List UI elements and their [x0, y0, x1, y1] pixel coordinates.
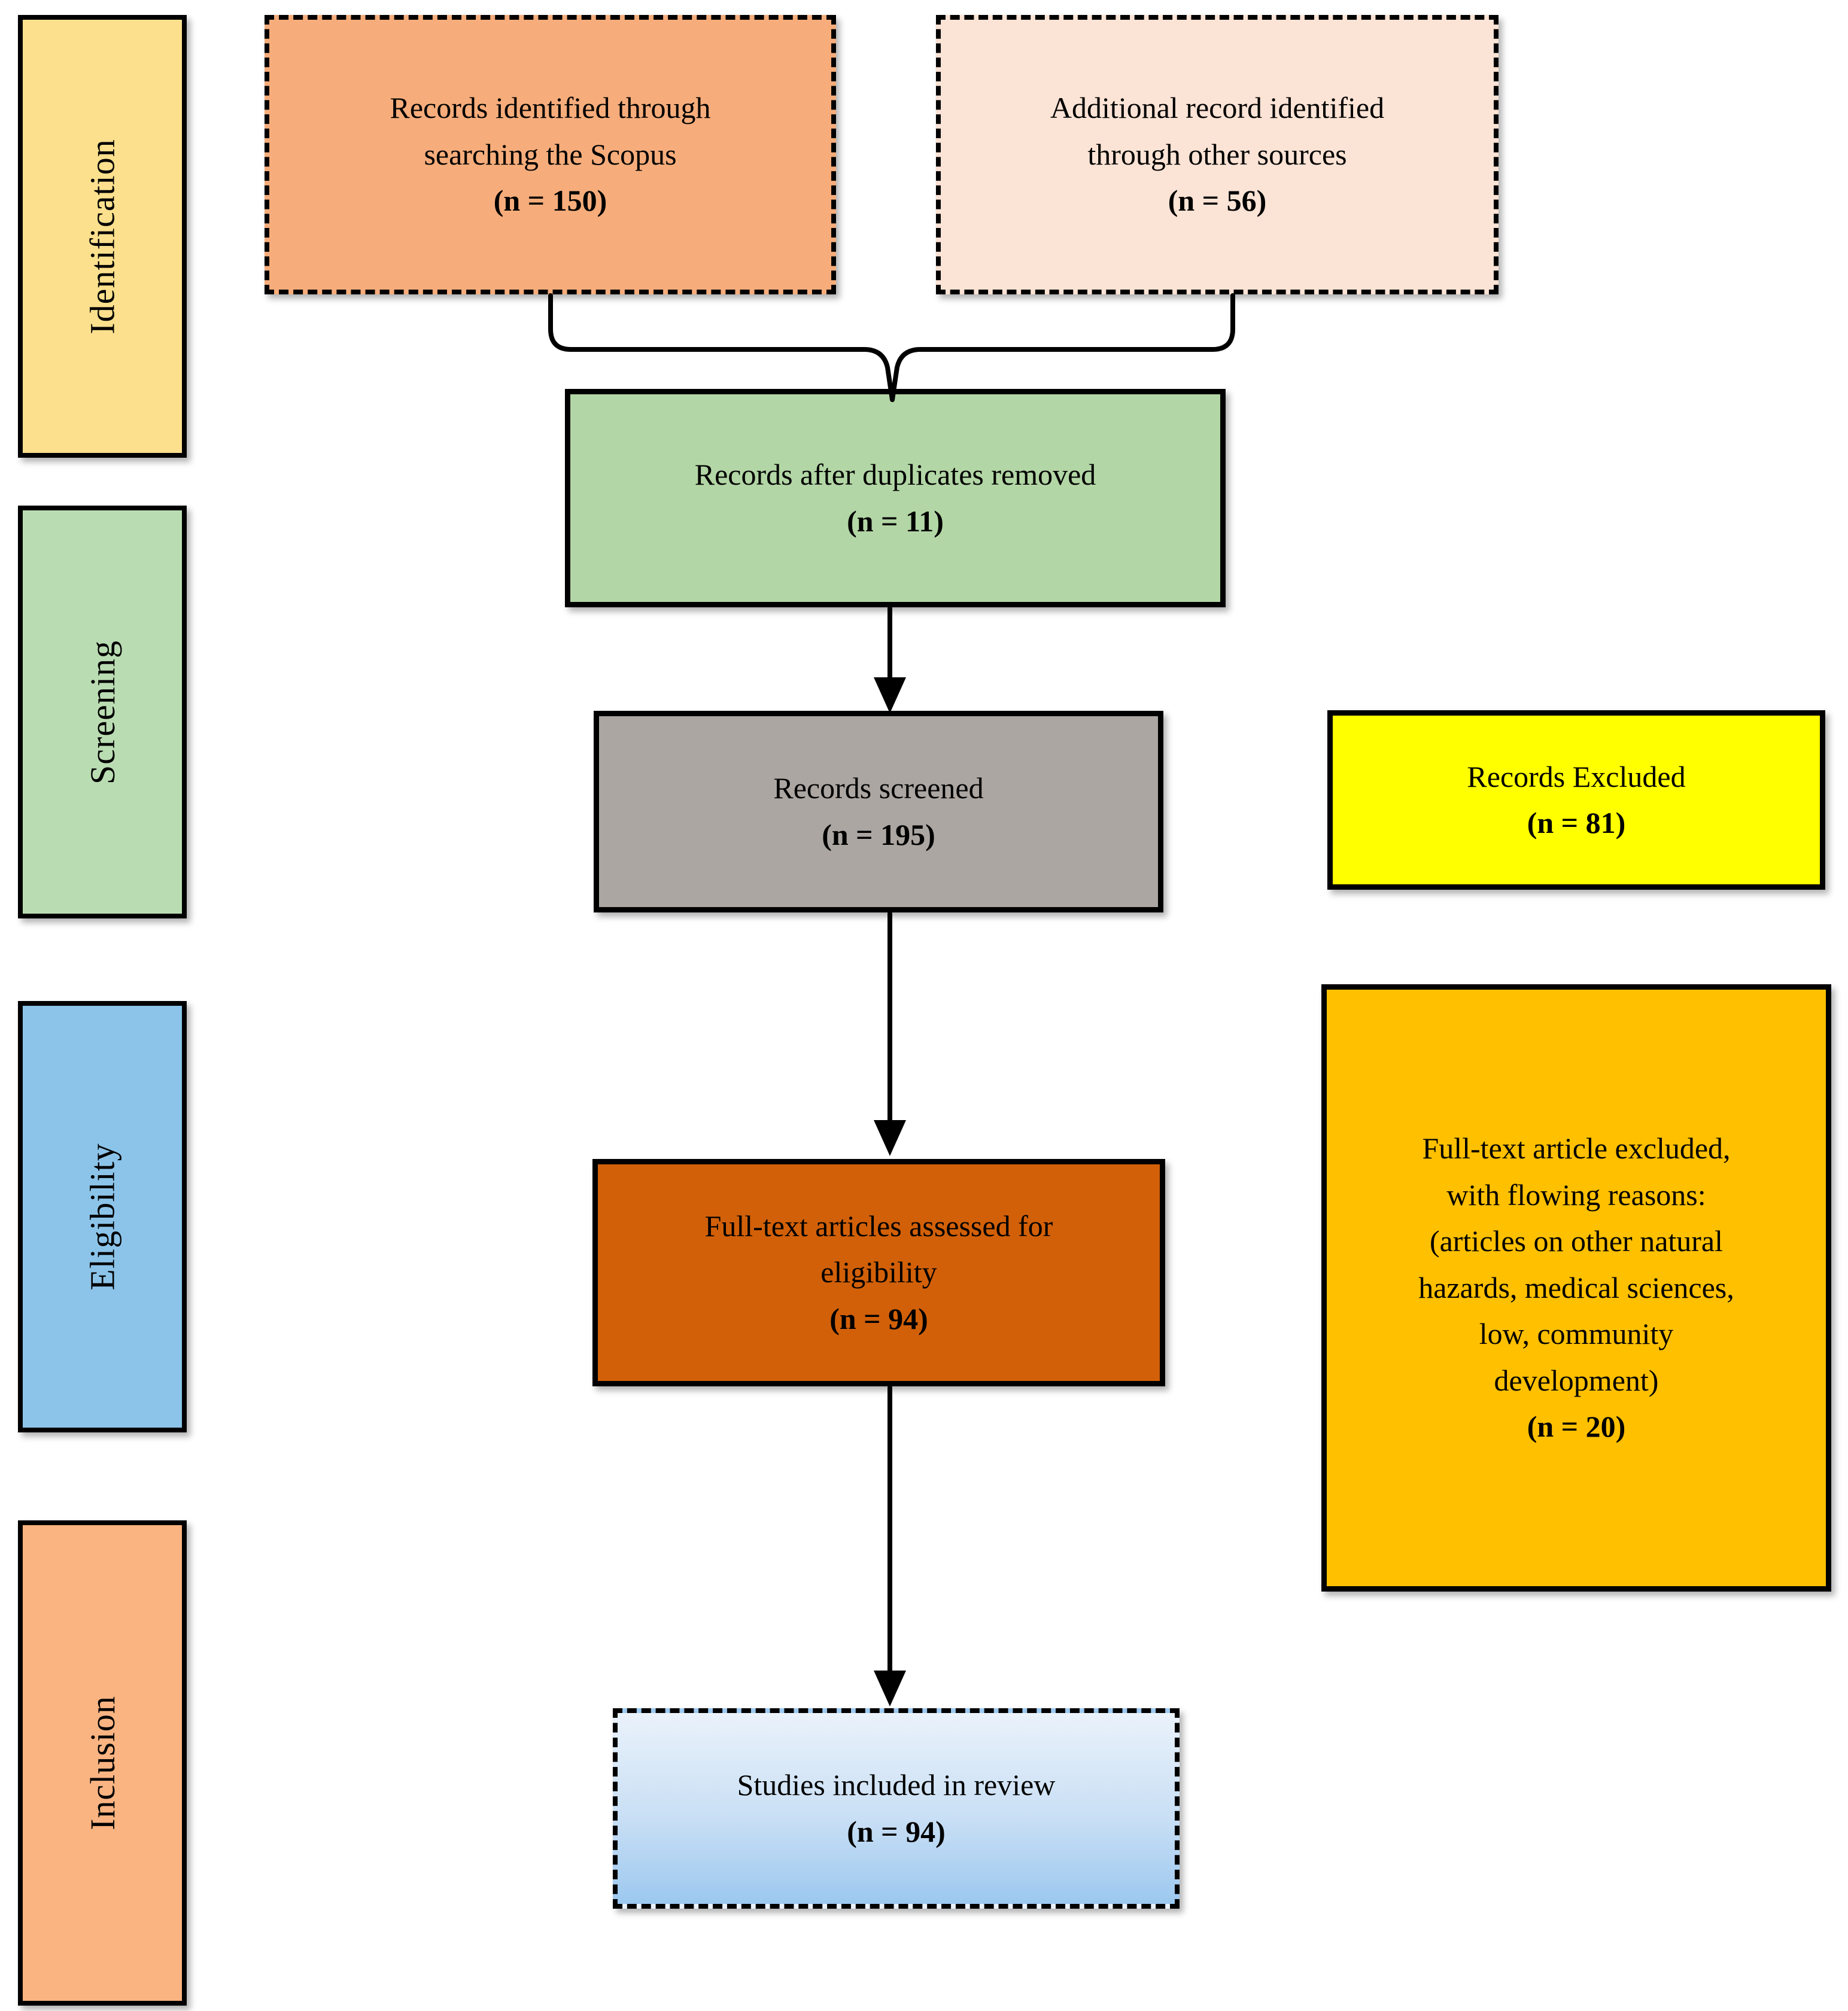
stage-screening-label: Screening	[83, 640, 122, 784]
box-records-identified-scopus: Records identified through searching the…	[265, 15, 836, 294]
box-records-screened-text: Records screened	[773, 771, 984, 805]
box-fulltext-excluded-text: Full-text article excluded, with flowing…	[1418, 1131, 1734, 1397]
box-fulltext-assessed: Full-text articles assessed for eligibil…	[592, 1159, 1165, 1386]
stage-inclusion-label: Inclusion	[83, 1696, 122, 1830]
box-records-screened: Records screened (n = 195)	[594, 711, 1163, 912]
box-fulltext-assessed-count: (n = 94)	[829, 1301, 928, 1335]
box-studies-included-text: Studies included in review	[737, 1768, 1056, 1802]
box-studies-included-count: (n = 94)	[847, 1814, 946, 1848]
arrow-duplicates-to-screened-head	[874, 677, 906, 713]
box-fulltext-excluded: Full-text article excluded, with flowing…	[1321, 984, 1831, 1592]
box-additional-records-other-sources-count: (n = 56)	[1168, 184, 1267, 218]
box-records-excluded-text: Records Excluded	[1467, 759, 1686, 793]
box-records-excluded-count: (n = 81)	[1527, 806, 1626, 839]
arrow-screened-to-fulltext-head	[874, 1120, 906, 1156]
box-fulltext-assessed-text: Full-text articles assessed for eligibil…	[704, 1209, 1053, 1289]
box-additional-records-other-sources-text: Additional record identified through oth…	[1050, 91, 1385, 171]
stage-eligibility-label: Eligibility	[83, 1143, 122, 1291]
box-records-after-duplicates-removed-text: Records after duplicates removed	[694, 458, 1096, 491]
stage-identification-label: Identification	[83, 138, 122, 334]
box-records-excluded: Records Excluded (n = 81)	[1327, 710, 1825, 890]
box-records-identified-scopus-count: (n = 150)	[493, 184, 607, 218]
box-records-after-duplicates-removed-count: (n = 11)	[847, 504, 944, 538]
box-fulltext-excluded-count: (n = 20)	[1527, 1410, 1626, 1444]
box-additional-records-other-sources: Additional record identified through oth…	[936, 15, 1499, 294]
stage-eligibility: Eligibility	[18, 1001, 187, 1432]
box-records-screened-count: (n = 195)	[822, 817, 935, 851]
stage-inclusion: Inclusion	[18, 1520, 187, 2006]
arrow-fulltext-to-included-head	[874, 1671, 906, 1706]
box-records-after-duplicates-removed: Records after duplicates removed (n = 11…	[565, 389, 1226, 607]
box-studies-included: Studies included in review (n = 94)	[613, 1708, 1180, 1909]
stage-screening: Screening	[18, 506, 187, 918]
box-records-identified-scopus-text: Records identified through searching the…	[390, 91, 711, 171]
merge-brace-connector	[548, 293, 1235, 402]
stage-identification: Identification	[18, 15, 187, 458]
